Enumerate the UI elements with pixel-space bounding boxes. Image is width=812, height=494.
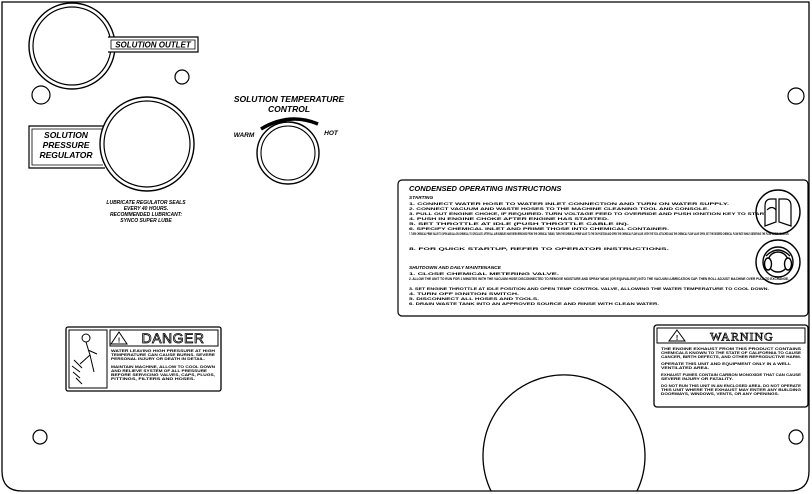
regulator-tag [28, 125, 105, 169]
instructions-label-border [397, 179, 809, 317]
warning-line: EXHAUST FUMES CONTAIN CARBON MONOXIDE TH… [661, 373, 801, 377]
lubricate-note-line1: LUBRICATE REGULATOR SEALS [106, 200, 186, 206]
solution-outlet-tag [108, 36, 199, 53]
shutdown-step: 2. ALLOW THE UNIT TO RUN FOR 1 MINUTES W… [409, 277, 789, 281]
warning-line: OPERATE THIS UNIT AND EQUIPMENT ONLY IN … [661, 362, 791, 366]
danger-line: MAINTAIN MACHINE, ALLOW TO COOL DOWN [111, 365, 216, 369]
starting-step: 6. SPECIFY CHEMICAL INLET AND PRIME THOS… [409, 227, 669, 231]
warning-line: SEVERE INJURY OR FATALITY. [661, 377, 734, 381]
warning-line: DO NOT RUN THIS UNIT IN AN ENCLOSED AREA… [661, 384, 801, 388]
warning-alert-icon [668, 329, 686, 342]
shutdown-step: 5. DISCONNECT ALL HOSES AND TOOLS. [409, 297, 539, 301]
temperature-label-line2: CONTROL [268, 104, 310, 114]
starting-step: 2. CONNECT VACUUM AND WASTE HOSES TO THE… [409, 207, 709, 211]
svg-text:!: ! [118, 338, 120, 345]
starting-step: 7. TURN CHEMICAL PRIME VALVE TO OPEN AND… [409, 232, 789, 236]
warning-title: WARNING [710, 330, 774, 344]
lubricate-note-line2: EVERY 40 HOURS. [124, 206, 169, 212]
warning-line: DOORWAYS, WINDOWS, VENTS, OR ANY OPENING… [661, 392, 779, 396]
danger-line: WATER LEAVING HIGH PRESSURE AT HIGH [111, 349, 216, 353]
danger-line: PERSONAL INJURY OR DEATH IN DETAIL. [111, 357, 205, 361]
ear-protection-icon-frame [755, 239, 801, 285]
danger-message: WATER LEAVING HIGH PRESSURE AT HIGH TEMP… [111, 349, 216, 381]
temperature-knob-inner [260, 125, 316, 181]
instructions-title: CONDENSED OPERATING INSTRUCTIONS [409, 184, 561, 193]
solution-outlet-fitting [28, 2, 116, 90]
solution-outlet-fitting-inner [32, 6, 112, 86]
warning-line: VENTILATED AREA. [661, 366, 709, 370]
regulator-knob-outer [99, 96, 195, 192]
warning-message: THE ENGINE EXHAUST FROM THIS PRODUCT CON… [661, 347, 802, 396]
starting-step: 3. PULL OUT ENGINE CHOKE, IF REQUIRED. T… [409, 212, 769, 216]
danger-line: BEFORE SERVICING VALVES, CAPS, PLUGS, [111, 373, 215, 377]
danger-label-border [65, 326, 222, 392]
regulator-label-line2: PRESSURE [43, 140, 90, 150]
warning-line: CHEMICALS KNOWN TO THE STATE OF CALIFORN… [661, 351, 801, 355]
danger-alert-icon [110, 331, 128, 345]
shutdown-heading: SHUTDOWN AND DAILY MAINTENANCE [409, 265, 502, 271]
lubricate-note-line3: RECOMMENDED LUBRICANT: [110, 212, 182, 218]
warning-header-frame [656, 327, 806, 344]
ear-protection-icon [762, 246, 794, 278]
danger-title: DANGER [142, 330, 205, 346]
starting-step: 5. SET THROTTLE AT IDLE (PUSH THROTTLE C… [409, 222, 629, 226]
regulator-label-line3: REGULATOR [39, 150, 93, 160]
warning-label-border [653, 324, 809, 408]
solution-outlet-label: SOLUTION OUTLET [115, 41, 192, 50]
gloves-icon [764, 198, 792, 227]
danger-pictogram-frame [68, 329, 108, 389]
warning-line: THIS UNIT WHERE THE EXHAUST MAY ENTER AN… [661, 388, 802, 392]
burn-hazard-pictogram [71, 333, 98, 385]
starting-step: 4. PUSH IN ENGINE CHOKE AFTER ENGINE HAS… [409, 217, 609, 221]
starting-step: 8. FOR QUICK STARTUP, REFER TO OPERATOR … [409, 247, 669, 251]
shutdown-step: 3. SET ENGINE THROTTLE AT IDLE POSITION … [409, 287, 769, 291]
svg-text:!: ! [676, 335, 678, 342]
danger-line: AND RELIEVE SYSTEM OF ALL PRESSURE [111, 369, 207, 373]
starting-heading: STARTING [409, 195, 433, 201]
shutdown-step: 1. CLOSE CHEMICAL METERING VALVE. [409, 272, 559, 276]
danger-line: FITTINGS, FILTERS AND HOSES. [111, 377, 195, 381]
temperature-label-line1: SOLUTION TEMPERATURE [234, 94, 345, 104]
mounting-hole-top-left [31, 85, 51, 105]
temperature-knob-outer [256, 121, 320, 185]
shutdown-steps: 1. CLOSE CHEMICAL METERING VALVE. 2. ALL… [409, 272, 789, 306]
bottom-cutout-opening [482, 374, 646, 492]
mounting-hole-top-right [787, 87, 805, 105]
starting-step: 1. CONNECT WATER HOSE TO WATER INLET CON… [409, 202, 730, 206]
shutdown-step: 4. TURN OFF IGNITION SWITCH. [409, 292, 519, 296]
temperature-hot-label: HOT [324, 130, 339, 137]
mounting-hole-upper-small [174, 69, 190, 85]
temperature-arc-indicator [260, 117, 319, 131]
gloves-icon-frame [755, 189, 801, 235]
regulator-label-line1: SOLUTION [44, 130, 89, 140]
temperature-warm-label: WARM [234, 132, 255, 139]
lubricate-note-line4: SYNCO SUPER LUBE [120, 218, 172, 224]
warning-line: THE ENGINE EXHAUST FROM THIS PRODUCT CON… [661, 347, 801, 351]
regulator-knob-inner [103, 100, 191, 188]
starting-steps: 1. CONNECT WATER HOSE TO WATER INLET CON… [409, 202, 789, 251]
warning-line: CANCER, BIRTH DEFECTS, AND OTHER REPRODU… [661, 355, 801, 359]
mounting-hole-bottom-left [32, 429, 48, 445]
mounting-hole-bottom-right [788, 429, 804, 445]
danger-header-frame [109, 329, 219, 347]
shutdown-step: 6. DRAIN WASTE TANK INTO AN APPROVED SOU… [409, 302, 659, 306]
danger-line: TEMPERATURE CAN CAUSE BURNS. SEVERE [111, 353, 215, 357]
